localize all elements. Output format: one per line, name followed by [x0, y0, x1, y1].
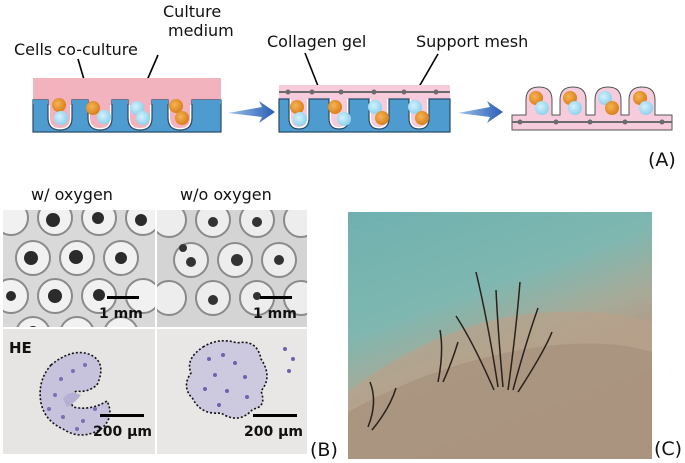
- scale-label-bottom-left: 200 μm: [93, 424, 152, 440]
- scale-label-bottom-right: 200 μm: [244, 424, 303, 440]
- label-collagen-gel: Collagen gel: [267, 32, 367, 51]
- panel-letter-c: (C): [654, 438, 683, 460]
- label-cells-co-culture: Cells co-culture: [14, 40, 138, 59]
- hair-growth-photo: [348, 212, 652, 459]
- schematic-diagram: [32, 52, 673, 133]
- arrow-1: [228, 101, 275, 123]
- scale-label-top-right: 1 mm: [253, 306, 297, 322]
- arrow-2: [458, 101, 503, 123]
- scale-bar-top-right: [260, 296, 292, 299]
- header-with-oxygen: w/ oxygen: [31, 185, 113, 204]
- microwell-image-with-oxygen: [3, 210, 155, 327]
- mold-step2: [278, 85, 451, 133]
- he-stain-label: HE: [9, 339, 32, 357]
- header-without-oxygen: w/o oxygen: [180, 185, 272, 204]
- scale-bar-bottom-right: [253, 414, 297, 417]
- construct-step3: [511, 86, 673, 131]
- he-histology-with-oxygen: [3, 329, 155, 454]
- pointer-collagen: [304, 52, 319, 87]
- panel-letter-a: (A): [648, 149, 676, 171]
- scale-bar-top-left: [107, 296, 139, 299]
- panel-letter-b: (B): [310, 439, 338, 461]
- mold-step1: [32, 78, 222, 133]
- label-culture-medium-line1: Culture: [163, 2, 222, 21]
- label-culture-medium-line2: medium: [168, 21, 234, 40]
- microwell-image-without-oxygen: [157, 210, 307, 327]
- label-support-mesh: Support mesh: [416, 32, 529, 51]
- scale-label-top-left: 1 mm: [99, 306, 143, 322]
- he-histology-without-oxygen: [157, 329, 307, 454]
- scale-bar-bottom-left: [100, 414, 144, 417]
